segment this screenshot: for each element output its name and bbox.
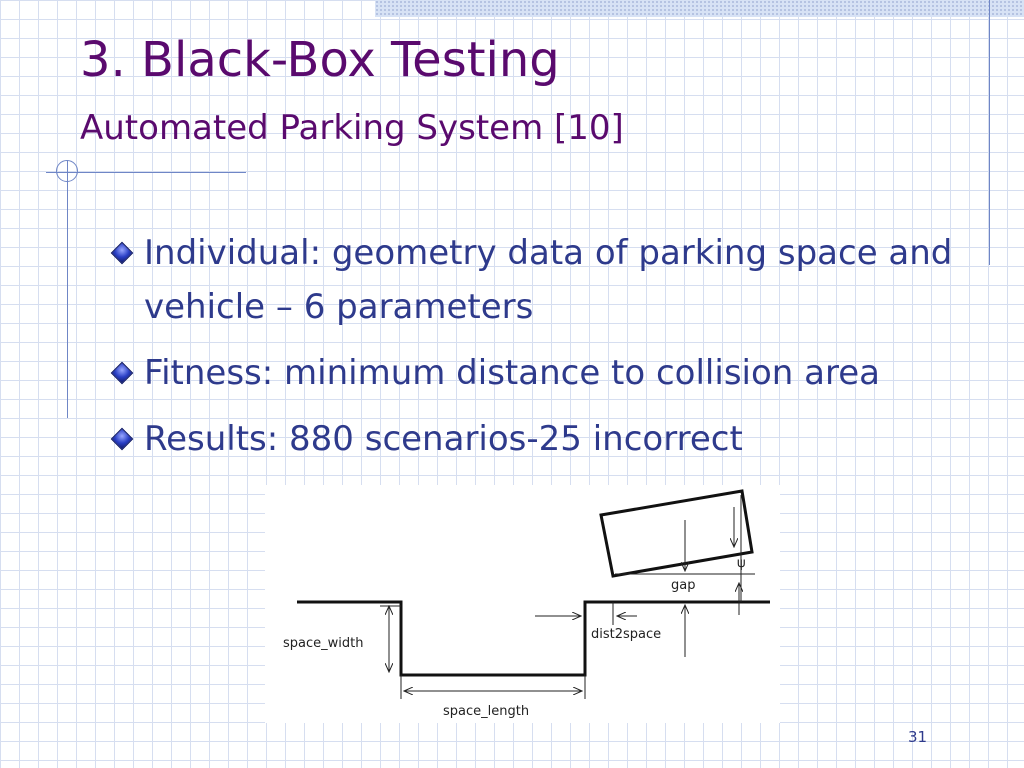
diamond-bullet-icon [110, 241, 134, 265]
bullet-item: Individual: geometry data of parking spa… [110, 226, 1020, 334]
decorative-horizontal-line [46, 172, 246, 173]
parking-geometry-diagram: space_width space_length dist2space gap … [265, 485, 780, 723]
parking-space-outline [297, 600, 770, 677]
top-decorative-band [375, 0, 1024, 17]
dist2space-label: dist2space [591, 627, 661, 642]
gap-label: gap [671, 578, 695, 593]
bullet-list: Individual: geometry data of parking spa… [110, 226, 1020, 478]
space-width-label: space_width [283, 636, 363, 651]
decorative-circle-icon [56, 160, 78, 182]
vehicle-rectangle [599, 489, 754, 578]
bullet-text: Fitness: minimum distance to collision a… [144, 353, 880, 393]
slide-title: 3. Black-Box Testing [80, 32, 560, 88]
psi-label: ψ [737, 556, 746, 571]
diamond-bullet-icon [110, 427, 134, 451]
space-length-label: space_length [443, 704, 529, 719]
page-number: 31 [908, 728, 928, 746]
bullet-text: Individual: geometry data of parking spa… [144, 233, 953, 327]
decorative-vertical-line-right [989, 0, 990, 265]
bullet-item: Fitness: minimum distance to collision a… [110, 346, 1020, 400]
bullet-item: Results: 880 scenarios-25 incorrect [110, 412, 1020, 466]
bullet-text: Results: 880 scenarios-25 incorrect [144, 419, 743, 459]
parking-diagram-svg: space_width space_length dist2space gap … [283, 489, 770, 719]
diamond-bullet-icon [110, 361, 134, 385]
slide-subtitle: Automated Parking System [10] [80, 108, 624, 148]
decorative-vertical-line-left [67, 160, 68, 418]
